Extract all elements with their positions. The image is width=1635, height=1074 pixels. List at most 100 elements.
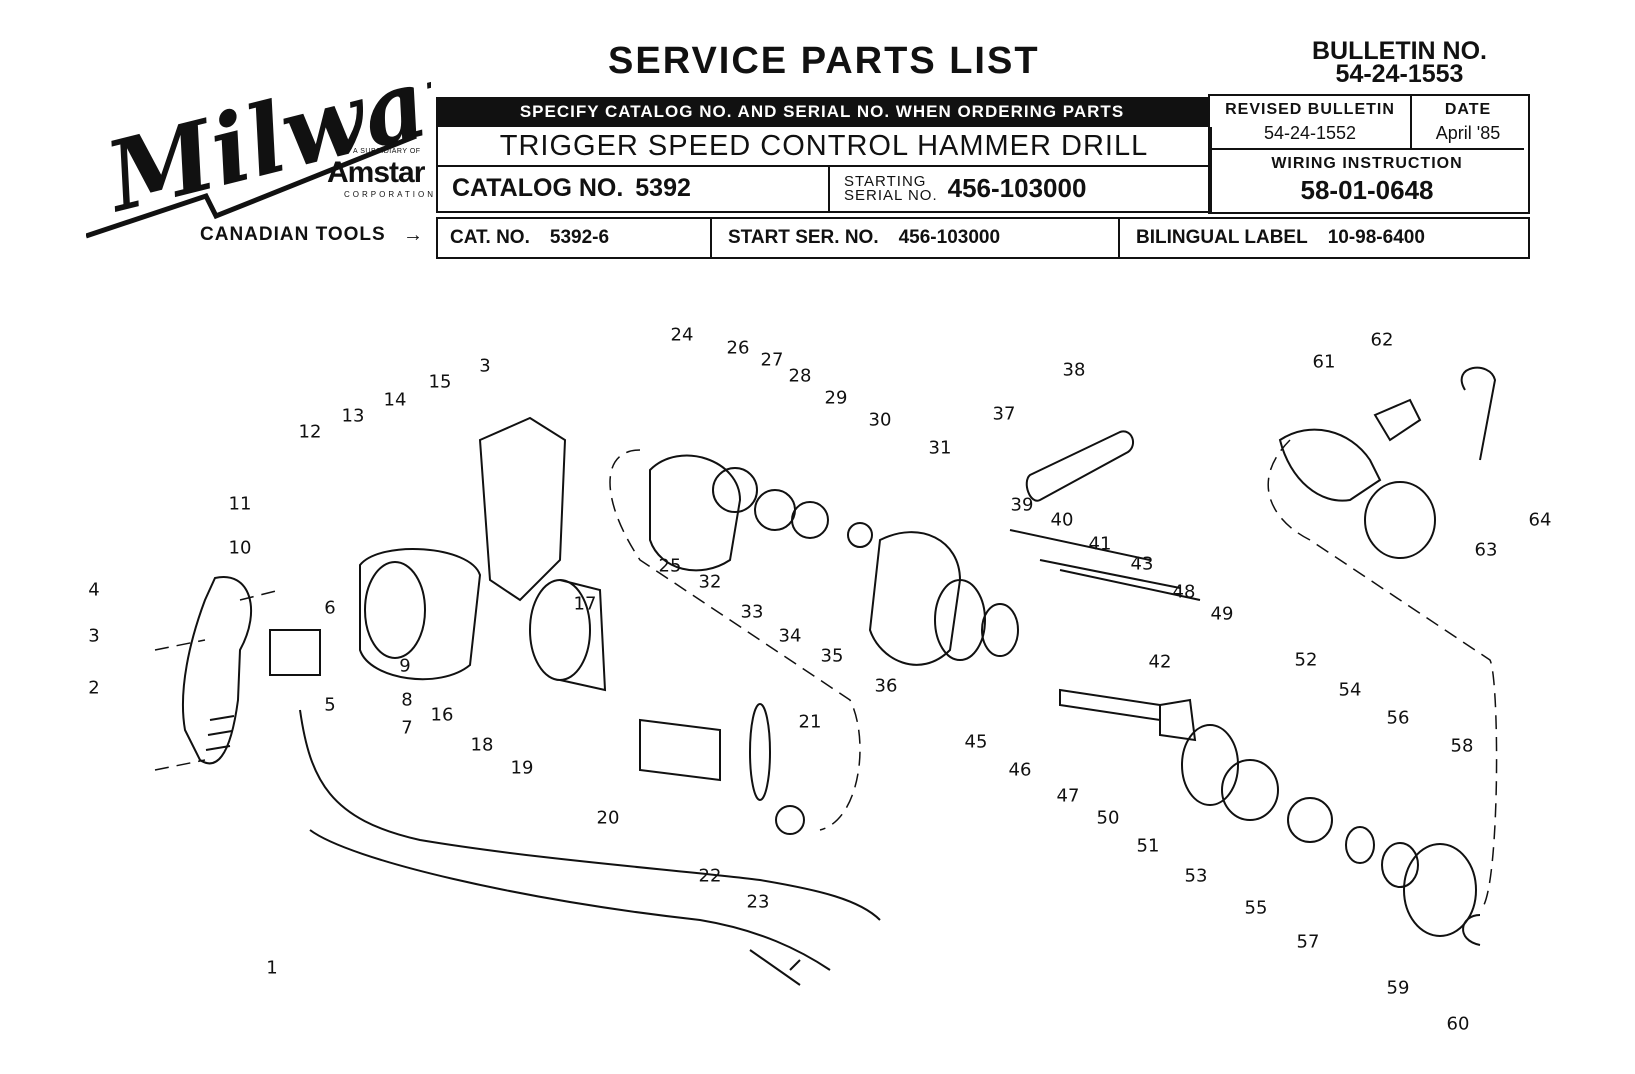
revised-bulletin-cell: REVISED BULLETIN 54-24-1552 <box>1210 96 1412 150</box>
callout-number: 52 <box>1294 649 1318 671</box>
callout-number: 47 <box>1056 785 1080 807</box>
clutch-part <box>1181 724 1239 806</box>
chuck-guard-part <box>1364 481 1436 559</box>
callout-number: 3 <box>88 625 100 647</box>
callout-number: 33 <box>740 601 764 623</box>
arrow-right-icon: → <box>403 224 423 246</box>
serial-label-line2: SERIAL NO. <box>844 186 938 204</box>
bulletin-label: BULLETIN NO. <box>1312 37 1487 65</box>
callout-number: 63 <box>1474 539 1498 561</box>
armature-part <box>639 718 721 782</box>
catalog-label: CATALOG NO. <box>452 174 624 202</box>
callout-number: 4 <box>88 579 100 601</box>
serial-label-line1: STARTING <box>844 172 927 190</box>
bilingual-label-cell: BILINGUAL LABEL 10-98-6400 <box>1120 219 1524 257</box>
callout-number: 42 <box>1148 651 1172 673</box>
revised-bulletin-label: REVISED BULLETIN <box>1225 101 1395 118</box>
callout-number: 35 <box>820 645 844 667</box>
canadian-serial-label: START SER. NO. <box>728 227 879 248</box>
callout-number: 53 <box>1184 865 1208 887</box>
spindle-part <box>1059 688 1161 722</box>
date-value: April '85 <box>1435 123 1501 143</box>
canadian-cat-number: 5392-6 <box>549 227 610 248</box>
callout-number: 45 <box>964 731 988 753</box>
chuck-part <box>1278 428 1382 502</box>
bulletin-info-box: REVISED BULLETIN 54-24-1552 DATE April '… <box>1208 94 1530 214</box>
callout-number: 62 <box>1370 329 1394 351</box>
ordering-instruction-bar: SPECIFY CATALOG NO. AND SERIAL NO. WHEN … <box>436 97 1208 127</box>
callout-number: 3 <box>479 355 491 377</box>
amstar-logo-text: Amstar <box>327 156 425 189</box>
gear-case-part <box>649 454 742 572</box>
callout-number: 12 <box>298 421 322 443</box>
gear-housing-part <box>868 531 962 666</box>
callout-number: 2 <box>88 677 100 699</box>
callout-number: 24 <box>670 324 694 346</box>
callout-number: 23 <box>746 891 770 913</box>
callout-number: 20 <box>596 807 620 829</box>
revised-bulletin-value: 54-24-1552 <box>1263 123 1357 143</box>
canadian-tools-label: CANADIAN TOOLS <box>200 224 386 245</box>
callout-number: 27 <box>760 349 784 371</box>
date-cell: DATE April '85 <box>1412 96 1524 150</box>
callout-number: 41 <box>1088 533 1112 555</box>
callout-number: 38 <box>1062 359 1086 381</box>
callout-number: 49 <box>1210 603 1234 625</box>
callout-number: 34 <box>778 625 802 647</box>
callout-number: 6 <box>324 597 336 619</box>
callout-number: 48 <box>1172 581 1196 603</box>
callout-number: 58 <box>1450 735 1474 757</box>
callout-number: 54 <box>1338 679 1362 701</box>
callout-number: 21 <box>798 711 822 733</box>
callout-number: 60 <box>1446 1013 1470 1035</box>
callout-number: 30 <box>868 409 892 431</box>
callout-number: 14 <box>383 389 407 411</box>
date-label: DATE <box>1444 101 1492 118</box>
callout-number: 43 <box>1130 553 1154 575</box>
canadian-cat-label: CAT. NO. <box>450 227 530 248</box>
callout-number: 5 <box>324 694 336 716</box>
catalog-cell: CATALOG NO. 5392 <box>438 166 830 211</box>
svg-text:Milwaukee: Milwaukee <box>93 46 431 234</box>
callout-number: 13 <box>341 405 365 427</box>
callout-number: 51 <box>1136 835 1160 857</box>
key-holder-part <box>1460 366 1497 461</box>
handle-right-part <box>478 416 567 602</box>
callout-number: 22 <box>698 865 722 887</box>
serial-cell: STARTING SERIAL NO. 456-103000 <box>830 166 1206 211</box>
callout-number: 64 <box>1528 509 1552 531</box>
callout-number: 28 <box>788 365 812 387</box>
callout-number: 17 <box>573 593 597 615</box>
callout-number: 9 <box>399 655 411 677</box>
canadian-serial-number: 456-103000 <box>898 227 1001 248</box>
callout-number: 18 <box>470 734 494 756</box>
wiring-label: WIRING INSTRUCTION <box>1271 155 1463 172</box>
bulletin-number: BULLETIN NO. 54-24-1553 <box>1312 37 1487 87</box>
catalog-row: CATALOG NO. 5392 STARTING SERIAL NO. 456… <box>436 165 1212 213</box>
callout-number: 50 <box>1096 807 1120 829</box>
callout-number: 16 <box>430 704 454 726</box>
callout-number: 46 <box>1008 759 1032 781</box>
wiring-value: 58-01-0648 <box>1300 175 1434 205</box>
callout-number: 61 <box>1312 351 1336 373</box>
cord-set-part <box>299 709 881 921</box>
page-title: SERVICE PARTS LIST <box>608 40 1040 82</box>
callout-number: 1 <box>266 957 278 979</box>
callout-number: 56 <box>1386 707 1410 729</box>
milwaukee-logo: Milwaukee <box>86 46 431 239</box>
logo-corporation-text: CORPORATION <box>344 190 436 199</box>
callout-number: 11 <box>228 493 252 515</box>
switch-part <box>269 629 321 676</box>
catalog-number: 5392 <box>635 174 691 202</box>
handle-half-part <box>182 575 253 765</box>
callout-number: 57 <box>1296 931 1320 953</box>
callout-number: 40 <box>1050 509 1074 531</box>
bilingual-label: BILINGUAL LABEL <box>1136 227 1308 248</box>
callout-number: 7 <box>401 717 413 739</box>
canadian-serial-cell: START SER. NO. 456-103000 <box>712 219 1120 257</box>
callout-number: 10 <box>228 537 252 559</box>
callout-number: 15 <box>428 371 452 393</box>
callout-number: 59 <box>1386 977 1410 999</box>
callout-number: 31 <box>928 437 952 459</box>
